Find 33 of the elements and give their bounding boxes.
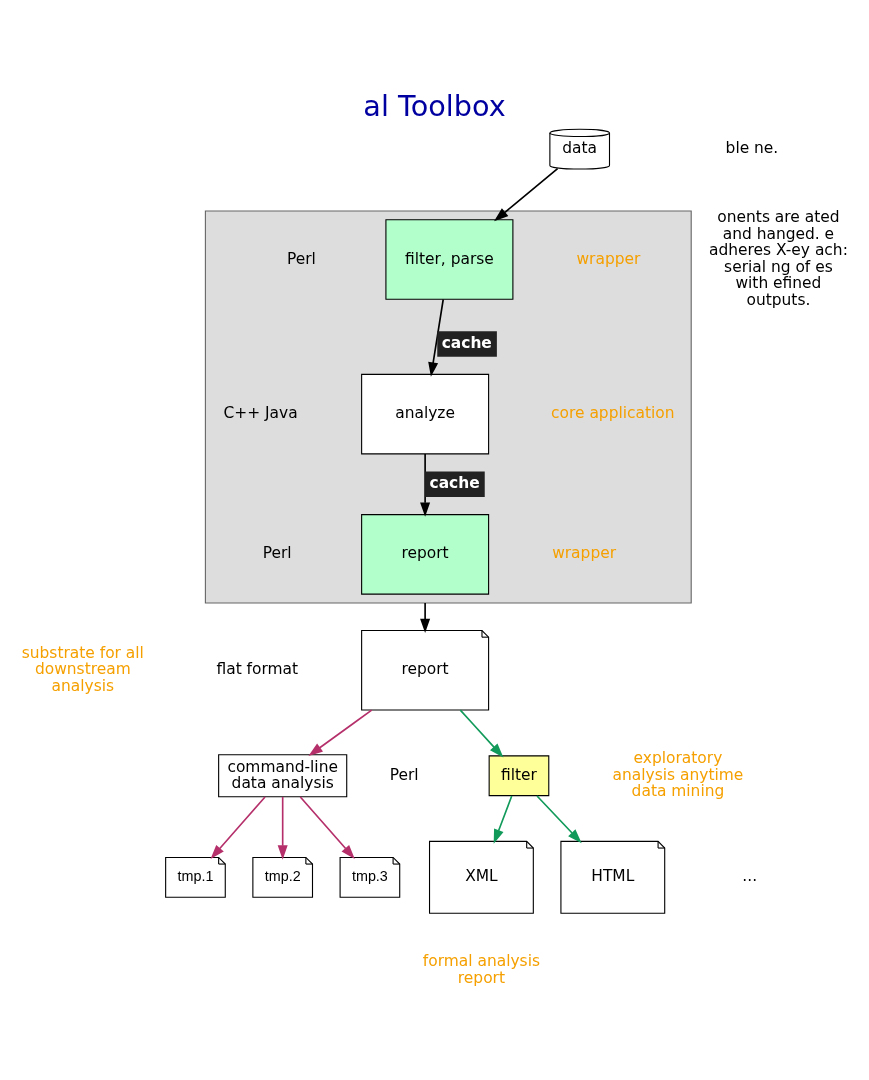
label: Perl (389, 765, 419, 784)
arrow (494, 167, 559, 222)
label: wrapper (576, 249, 641, 268)
edge-label: cache (429, 473, 480, 492)
arrow (459, 709, 504, 758)
node-box: report (361, 514, 490, 595)
node-box: filter, parse (385, 219, 514, 300)
diagram-title: al Toolbox (363, 88, 506, 123)
node-box: filter (488, 755, 550, 797)
label: flat format (216, 660, 299, 679)
arrow (210, 796, 266, 860)
arrow (299, 796, 355, 860)
label: onents are ated and hanged. e adheres X-ey ach: serial ng of es with efined outputs. (709, 208, 848, 310)
label: Perl (287, 249, 316, 268)
label: ble ne. (725, 139, 779, 158)
label: ... (742, 867, 758, 886)
label: Perl (262, 544, 292, 563)
arrow (420, 453, 431, 517)
label: core application (551, 404, 675, 423)
label: substrate for all downstream analysis (21, 643, 144, 695)
label: wrapper (552, 544, 617, 563)
arrow (536, 795, 582, 844)
label: formal analysis report (422, 952, 540, 987)
arrow (277, 796, 288, 860)
arrow (428, 298, 445, 377)
arrow (308, 709, 373, 756)
arrow (493, 795, 513, 844)
node-box: command-line data analysis (218, 754, 348, 798)
label: exploratory analysis anytime data mining (612, 749, 744, 801)
label: C++ Java (223, 404, 298, 423)
node-box: analyze (361, 373, 490, 455)
arrow (420, 602, 431, 634)
edge-label: cache (441, 333, 492, 352)
